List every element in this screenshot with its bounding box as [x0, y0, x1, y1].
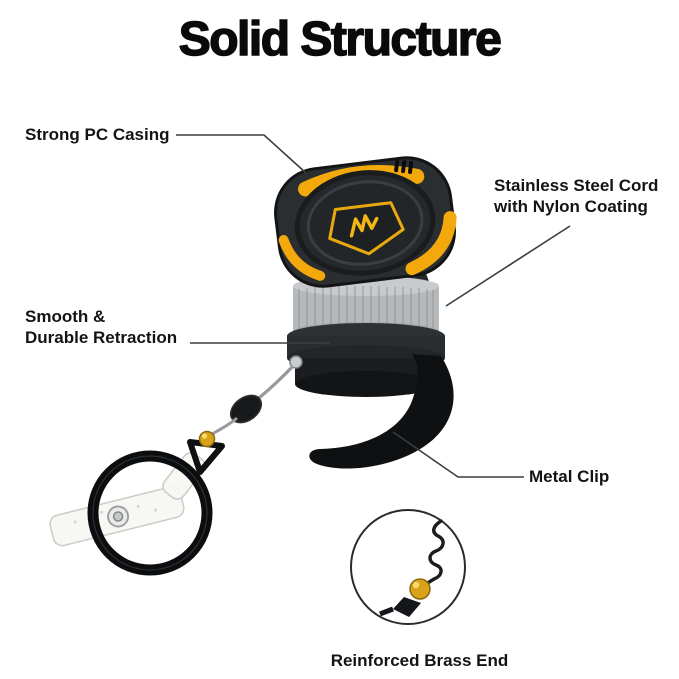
retraction-cord	[198, 364, 295, 448]
leader-steel-cord	[445, 225, 571, 307]
grill-icon	[394, 159, 414, 174]
leader-metal-clip	[392, 431, 524, 478]
housing-base-bottom	[295, 371, 437, 397]
grill-bar	[394, 159, 400, 173]
emblem-claw-icon	[349, 214, 379, 238]
callout-stainless-steel-cord: Stainless Steel Cord with Nylon Coating	[494, 176, 659, 217]
badge-reel	[198, 156, 457, 469]
snap-button-center	[112, 511, 124, 522]
callout-metal-clip: Metal Clip	[529, 467, 610, 486]
leader-lines	[176, 134, 571, 478]
callout-reinforced-brass-end: Reinforced Brass End	[330, 651, 509, 670]
magnified-clamp-tail	[379, 606, 394, 617]
coil-windings	[298, 286, 434, 332]
callout-strong-pc-casing: Strong PC Casing	[25, 125, 170, 144]
split-ring	[87, 450, 213, 576]
pc-casing	[273, 156, 457, 288]
magnified-spring-cord	[424, 519, 445, 586]
emblem-pentagon	[328, 201, 405, 256]
magnified-clamp	[393, 597, 421, 617]
casing-yellow-left	[278, 235, 326, 281]
metal-clip-part	[309, 354, 454, 469]
strap-texture-dot	[73, 520, 77, 524]
magnified-brass-bead	[409, 578, 431, 600]
magnified-bead-highlight	[412, 581, 420, 589]
cord-stopper	[229, 394, 263, 424]
strap-texture-dot	[154, 508, 158, 512]
callout-smooth-durable-retraction: Smooth & Durable Retraction	[25, 307, 178, 348]
leader-pc-casing	[176, 134, 307, 174]
casing-yellow-right	[405, 211, 457, 276]
split-ring-seam	[92, 455, 208, 571]
brass-end-bead	[198, 430, 216, 448]
cord-ferrule	[289, 355, 303, 369]
strap-texture-dot	[99, 510, 104, 514]
magnifier-circle	[350, 509, 466, 625]
cord-lower	[210, 416, 238, 437]
grill-bar	[408, 161, 414, 174]
brass-end-magnifier	[350, 509, 466, 625]
brass-bead-highlight	[201, 433, 208, 439]
strap-texture-dot	[136, 504, 140, 508]
page-title: Solid Structure	[178, 12, 503, 67]
grill-bar	[401, 160, 407, 174]
